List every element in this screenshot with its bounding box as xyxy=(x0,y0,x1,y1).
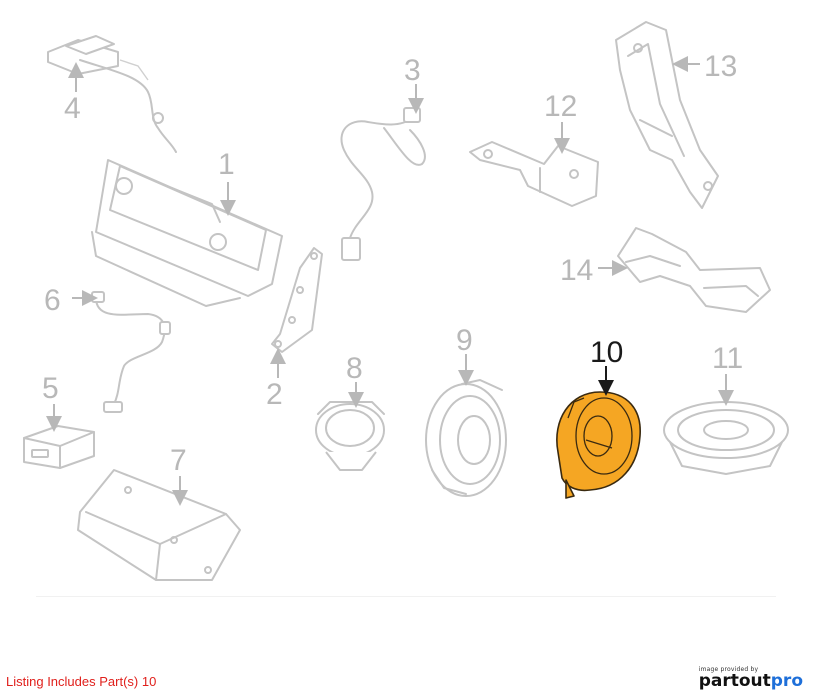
part-1-display-unit: 1 xyxy=(91,148,283,307)
brand-name-part1: partout xyxy=(698,671,771,691)
part-9-speaker: 9 xyxy=(425,324,507,497)
part-13-side-bracket: 13 xyxy=(615,21,737,209)
part-11-woofer: 11 xyxy=(663,342,789,475)
part-3-cable-harness: 3 xyxy=(340,54,426,261)
callout-12: 12 xyxy=(544,90,577,123)
callout-4: 4 xyxy=(64,92,81,125)
part-4-antenna-module: 4 xyxy=(47,35,177,153)
callout-14: 14 xyxy=(560,254,593,287)
callout-2: 2 xyxy=(266,378,283,411)
callout-1: 1 xyxy=(218,148,235,181)
callout-11: 11 xyxy=(712,342,743,375)
part-2-mounting-strip: 2 xyxy=(266,247,323,411)
callout-8: 8 xyxy=(346,352,363,385)
part-10-speaker-highlighted: 10 xyxy=(556,336,641,499)
callout-9: 9 xyxy=(456,324,473,357)
listing-note: Listing Includes Part(s) 10 xyxy=(6,674,157,689)
callout-3: 3 xyxy=(404,54,421,87)
part-5-small-module: 5 xyxy=(23,372,95,469)
brand-name-part2: pro xyxy=(770,671,803,691)
callout-7: 7 xyxy=(170,444,187,477)
callout-10: 10 xyxy=(590,336,623,369)
callout-13: 13 xyxy=(704,50,737,83)
brand-name: partoutpro xyxy=(699,673,803,690)
part-8-tweeter: 8 xyxy=(315,352,385,471)
part-12-bracket: 12 xyxy=(469,90,599,207)
callout-6: 6 xyxy=(44,284,61,317)
callout-5: 5 xyxy=(42,372,59,405)
divider xyxy=(36,596,776,597)
brand-logo: image provided by partoutpro xyxy=(699,666,803,690)
part-6-sensor-cable: 6 xyxy=(44,284,171,413)
part-14-bracket: 14 xyxy=(560,227,771,313)
brand-provided-by: image provided by xyxy=(698,666,759,673)
part-7-control-module: 7 xyxy=(77,444,241,581)
